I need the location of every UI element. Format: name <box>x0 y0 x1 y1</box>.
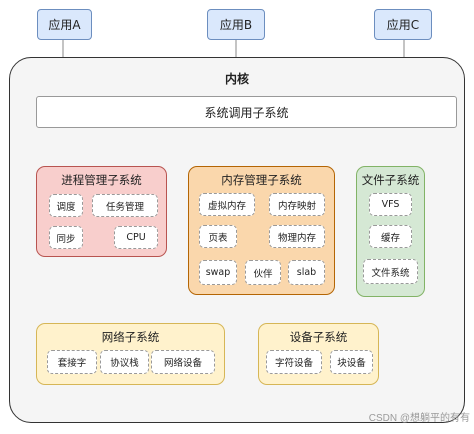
memory-item-virtual: 虚拟内存 <box>199 193 255 216</box>
memory-item-physical: 物理内存 <box>269 225 325 248</box>
memory-item-mapping: 内存映射 <box>269 193 325 216</box>
device-subsystem: 设备子系统 字符设备 块设备 <box>258 323 379 385</box>
network-item-protocol-stack: 协议栈 <box>100 350 149 374</box>
watermark: CSDN @想躺平的有有 <box>368 413 470 424</box>
file-item-vfs: VFS <box>369 193 412 216</box>
app-b: 应用B <box>207 9 265 40</box>
network-item-net-device: 网络设备 <box>151 350 215 374</box>
memory-item-slab: slab <box>288 260 325 285</box>
network-subsystem-title: 网络子系统 <box>101 330 160 344</box>
memory-item-swap: swap <box>199 260 237 285</box>
memory-subsystem: 内存管理子系统 虚拟内存 内存映射 页表 物理内存 swap 伙伴 slab <box>188 166 335 295</box>
process-subsystem: 进程管理子系统 调度 任务管理 同步 CPU <box>36 166 167 257</box>
device-subsystem-title: 设备子系统 <box>289 330 348 344</box>
memory-item-page-table: 页表 <box>199 225 237 248</box>
network-subsystem: 网络子系统 套接字 协议栈 网络设备 <box>36 323 225 385</box>
device-item-block: 块设备 <box>330 350 373 374</box>
app-a: 应用A <box>37 9 92 40</box>
memory-subsystem-title: 内存管理子系统 <box>221 173 302 187</box>
process-item-schedule: 调度 <box>49 194 83 217</box>
app-c: 应用C <box>374 9 432 40</box>
file-subsystem-title: 文件子系统 <box>361 173 420 187</box>
memory-item-buddy: 伙伴 <box>245 260 281 285</box>
network-item-socket: 套接字 <box>47 350 97 374</box>
process-subsystem-title: 进程管理子系统 <box>61 173 142 187</box>
file-item-cache: 缓存 <box>369 225 412 248</box>
process-item-sync: 同步 <box>49 226 83 249</box>
process-item-task-mgmt: 任务管理 <box>92 194 158 217</box>
device-item-char: 字符设备 <box>266 350 322 374</box>
file-subsystem: 文件子系统 VFS 缓存 文件系统 <box>356 166 425 297</box>
file-item-filesystem: 文件系统 <box>363 259 418 284</box>
kernel-title: 内核 <box>224 72 249 86</box>
syscall-subsystem: 系统调用子系统 <box>36 96 457 128</box>
process-item-cpu: CPU <box>114 226 158 249</box>
